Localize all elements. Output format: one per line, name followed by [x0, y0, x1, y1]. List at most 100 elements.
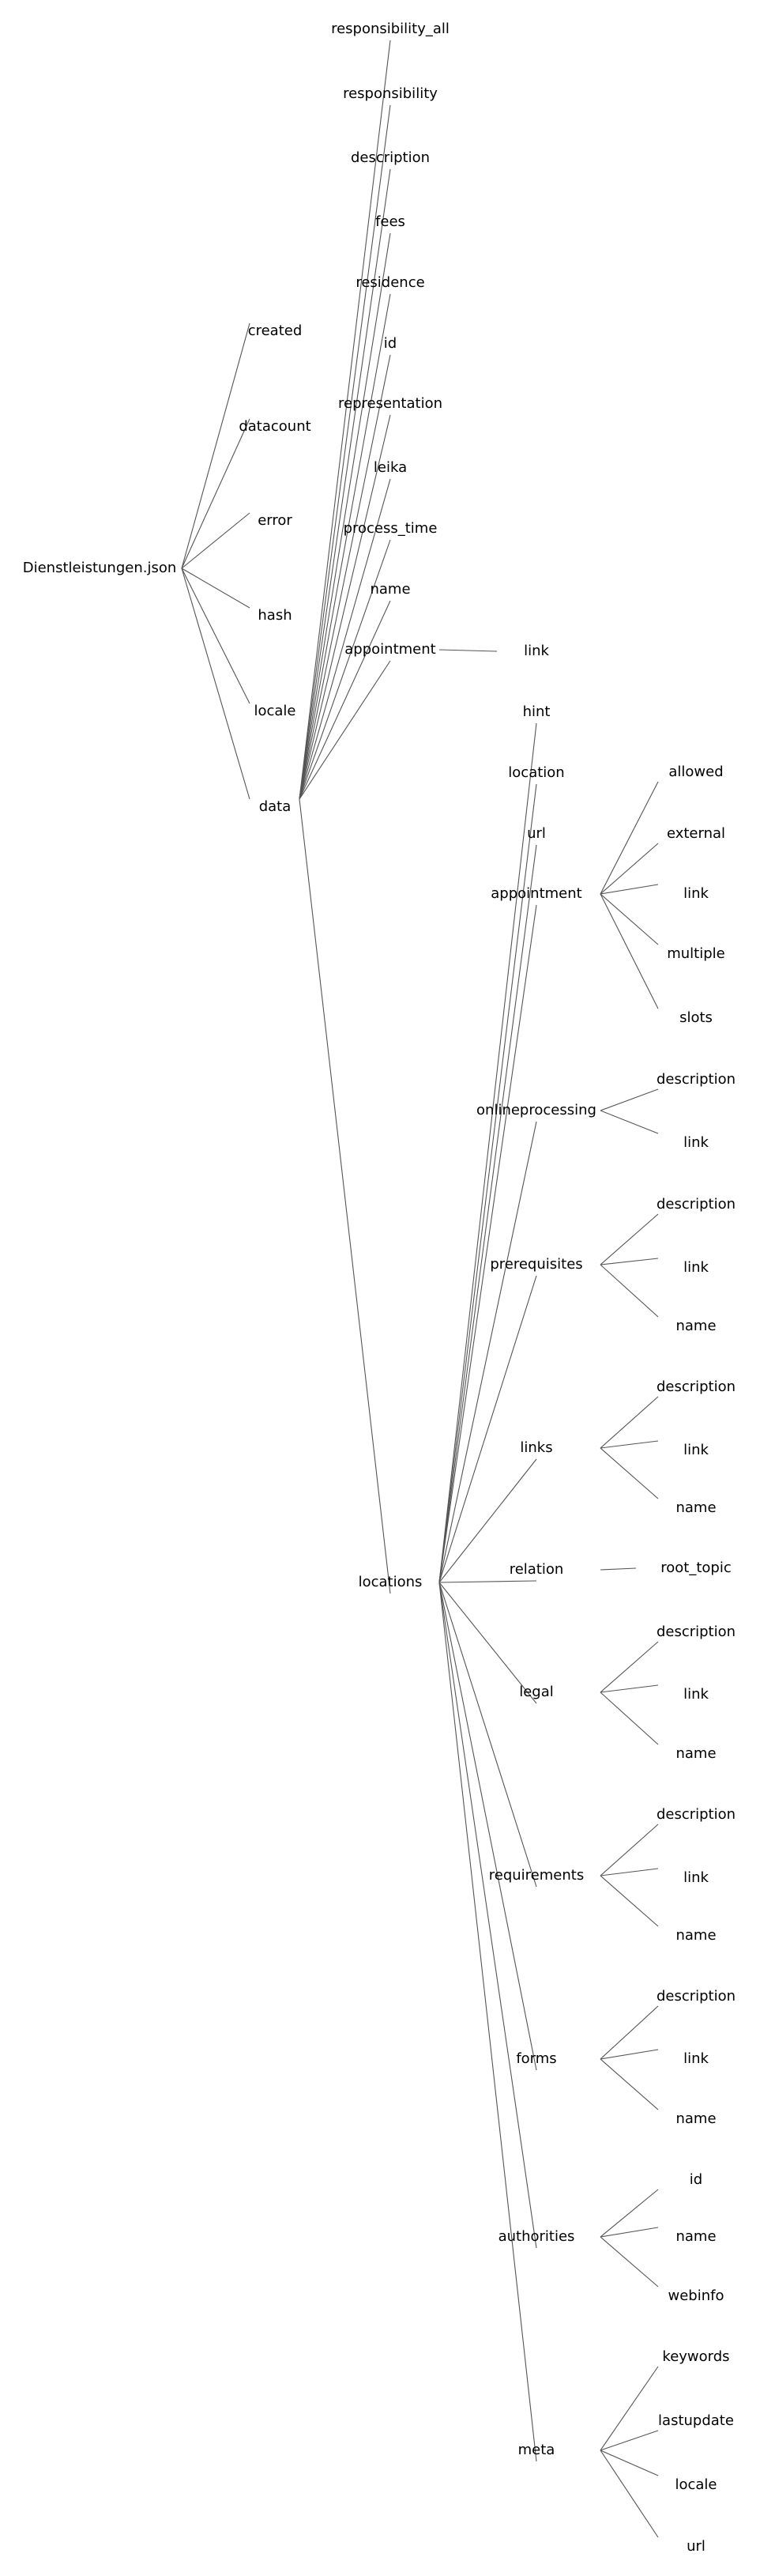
- node-slots: slots: [679, 1009, 713, 1026]
- edge-appointment-to-multiple: [600, 893, 659, 945]
- edge-data-to-name: [299, 600, 391, 800]
- node-forms: forms: [516, 2050, 556, 2067]
- edge-locations-to-location: [438, 783, 537, 1583]
- edge-meta-to-locale: [600, 2450, 659, 2476]
- edge-data-to-appointment: [299, 660, 391, 800]
- node-id: id: [690, 2171, 702, 2188]
- edge-data-to-description: [299, 168, 391, 800]
- node-hash: hash: [258, 607, 292, 624]
- edge-locations-to-prerequisites: [438, 1275, 537, 1583]
- node-residence: residence: [356, 274, 424, 291]
- node-url: url: [687, 2538, 705, 2555]
- edge-onlineprocessing-to-link: [600, 1110, 659, 1134]
- node-representation: representation: [338, 395, 442, 412]
- edge-legal-to-description: [600, 1641, 659, 1693]
- edge-appointment-to-link: [600, 884, 659, 895]
- node-locale: locale: [254, 703, 295, 719]
- node-link: link: [683, 1259, 709, 1276]
- node-link: link: [683, 1134, 709, 1151]
- edge-locations-to-requirements: [438, 1582, 537, 1888]
- node-created: created: [248, 322, 303, 339]
- node-fees: fees: [375, 213, 405, 230]
- edge-forms-to-description: [600, 2005, 659, 2060]
- edge-dienstleistungen-json-to-data: [181, 568, 250, 800]
- node-description: description: [657, 1379, 736, 1395]
- edge-dienstleistungen-json-to-hash: [181, 568, 250, 609]
- edge-dienstleistungen-json-to-locale: [181, 568, 250, 704]
- edge-appointment-to-external: [600, 843, 659, 895]
- node-allowed: allowed: [668, 764, 723, 780]
- node-locale: locale: [675, 2476, 717, 2493]
- node-description: description: [657, 1196, 736, 1213]
- edge-forms-to-name: [600, 2058, 659, 2110]
- edge-locations-to-appointment: [438, 904, 537, 1583]
- edge-data-to-locations: [299, 798, 391, 1594]
- node-appointment: appointment: [344, 641, 435, 658]
- node-leika: leika: [374, 459, 407, 476]
- edge-locations-to-meta: [438, 1582, 537, 2462]
- edge-appointment-to-allowed: [600, 781, 659, 895]
- node-keywords: keywords: [662, 2348, 729, 2365]
- edge-locations-to-onlineprocessing: [438, 1121, 537, 1583]
- edge-prerequisites-to-link: [600, 1258, 659, 1265]
- node-link: link: [683, 2050, 709, 2067]
- edge-data-to-process-time: [299, 539, 391, 800]
- edge-appointment-to-slots: [600, 893, 659, 1009]
- node-link: link: [524, 643, 549, 659]
- edge-locations-to-links: [438, 1458, 537, 1583]
- node-locations: locations: [359, 1574, 423, 1590]
- edge-dienstleistungen-json-to-datacount: [181, 418, 250, 569]
- node-description: description: [351, 149, 430, 166]
- node-name: name: [675, 2110, 716, 2127]
- edge-locations-to-forms: [438, 1582, 537, 2071]
- edge-meta-to-lastupdate: [600, 2430, 659, 2451]
- edge-locations-to-authorities: [438, 1582, 537, 2249]
- node-link: link: [683, 885, 709, 902]
- edge-authorities-to-webinfo: [600, 2236, 659, 2287]
- tree-edges: [181, 40, 659, 2538]
- node-description: description: [657, 1806, 736, 1823]
- edge-requirements-to-link: [600, 1868, 659, 1876]
- node-id: id: [384, 335, 397, 352]
- edge-prerequisites-to-name: [600, 1264, 659, 1318]
- edge-forms-to-link: [600, 2049, 659, 2060]
- node-hint: hint: [523, 703, 551, 720]
- edge-onlineprocessing-to-description: [600, 1088, 659, 1111]
- node-legal: legal: [519, 1684, 554, 1700]
- node-link: link: [683, 1442, 709, 1458]
- node-name: name: [675, 2228, 716, 2245]
- node-process-time: process_time: [344, 520, 438, 537]
- edge-meta-to-url: [600, 2450, 659, 2538]
- edge-data-to-fees: [299, 232, 391, 800]
- node-name: name: [675, 1318, 716, 1334]
- node-description: description: [657, 1071, 736, 1088]
- edge-data-to-responsibility-all: [299, 40, 391, 800]
- node-dienstleistungen-json: Dienstleistungen.json: [23, 560, 177, 576]
- node-error: error: [258, 512, 292, 529]
- edge-authorities-to-name: [600, 2227, 659, 2238]
- edge-meta-to-keywords: [600, 2366, 659, 2451]
- edge-authorities-to-id: [600, 2189, 659, 2238]
- node-name: name: [675, 1745, 716, 1762]
- node-multiple: multiple: [667, 945, 725, 962]
- edge-relation-to-root-topic: [600, 1567, 637, 1571]
- edge-data-to-representation: [299, 414, 391, 800]
- edge-appointment-to-link: [438, 649, 498, 652]
- node-external: external: [667, 825, 725, 842]
- edge-locations-to-legal: [438, 1582, 537, 1704]
- edge-data-to-id: [299, 354, 391, 800]
- node-links: links: [520, 1439, 552, 1456]
- node-authorities: authorities: [499, 2228, 575, 2245]
- edge-requirements-to-name: [600, 1875, 659, 1927]
- edge-requirements-to-description: [600, 1824, 659, 1876]
- node-description: description: [657, 1624, 736, 1640]
- node-link: link: [683, 1869, 709, 1886]
- tree-nodes: Dienstleistungen.jsoncreateddatacounterr…: [23, 21, 736, 2555]
- node-link: link: [683, 1686, 709, 1703]
- node-root-topic: root_topic: [660, 1560, 731, 1576]
- node-onlineprocessing: onlineprocessing: [476, 1102, 596, 1118]
- node-name: name: [675, 1927, 716, 1944]
- edge-locations-to-url: [438, 844, 537, 1583]
- edge-locations-to-hint: [438, 722, 537, 1583]
